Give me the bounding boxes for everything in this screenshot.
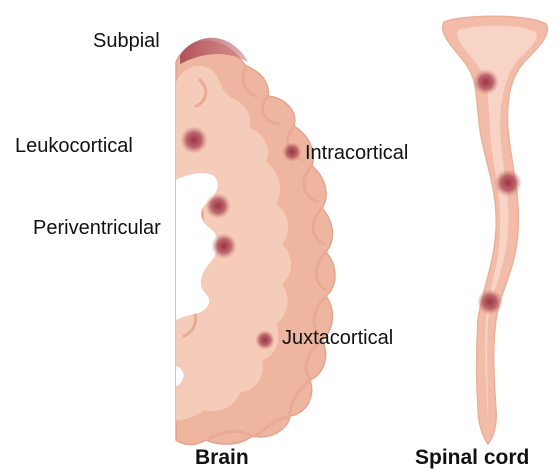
leukocortical-label: Leukocortical [15,135,133,158]
brain-hemisphere [176,38,335,445]
cord-lesion-lower [477,289,503,315]
brain-caption: Brain [195,446,249,470]
intracortical-label: Intracortical [305,142,408,165]
subpial-label: Subpial [93,30,160,53]
cord-lesion-middle [494,169,522,197]
periventricular-lesion-lower [211,233,237,259]
juxtacortical-lesion [255,330,275,350]
periventricular-lesion-upper [205,193,231,219]
intracortical-lesion [282,142,302,162]
spinal-cord-caption: Spinal cord [415,446,529,470]
juxtacortical-label: Juxtacortical [282,327,393,350]
periventricular-label: Periventricular [33,217,161,240]
cord-lesion-upper [473,69,499,95]
leukocortical-lesion [180,126,208,154]
spinal-cord [443,16,548,444]
